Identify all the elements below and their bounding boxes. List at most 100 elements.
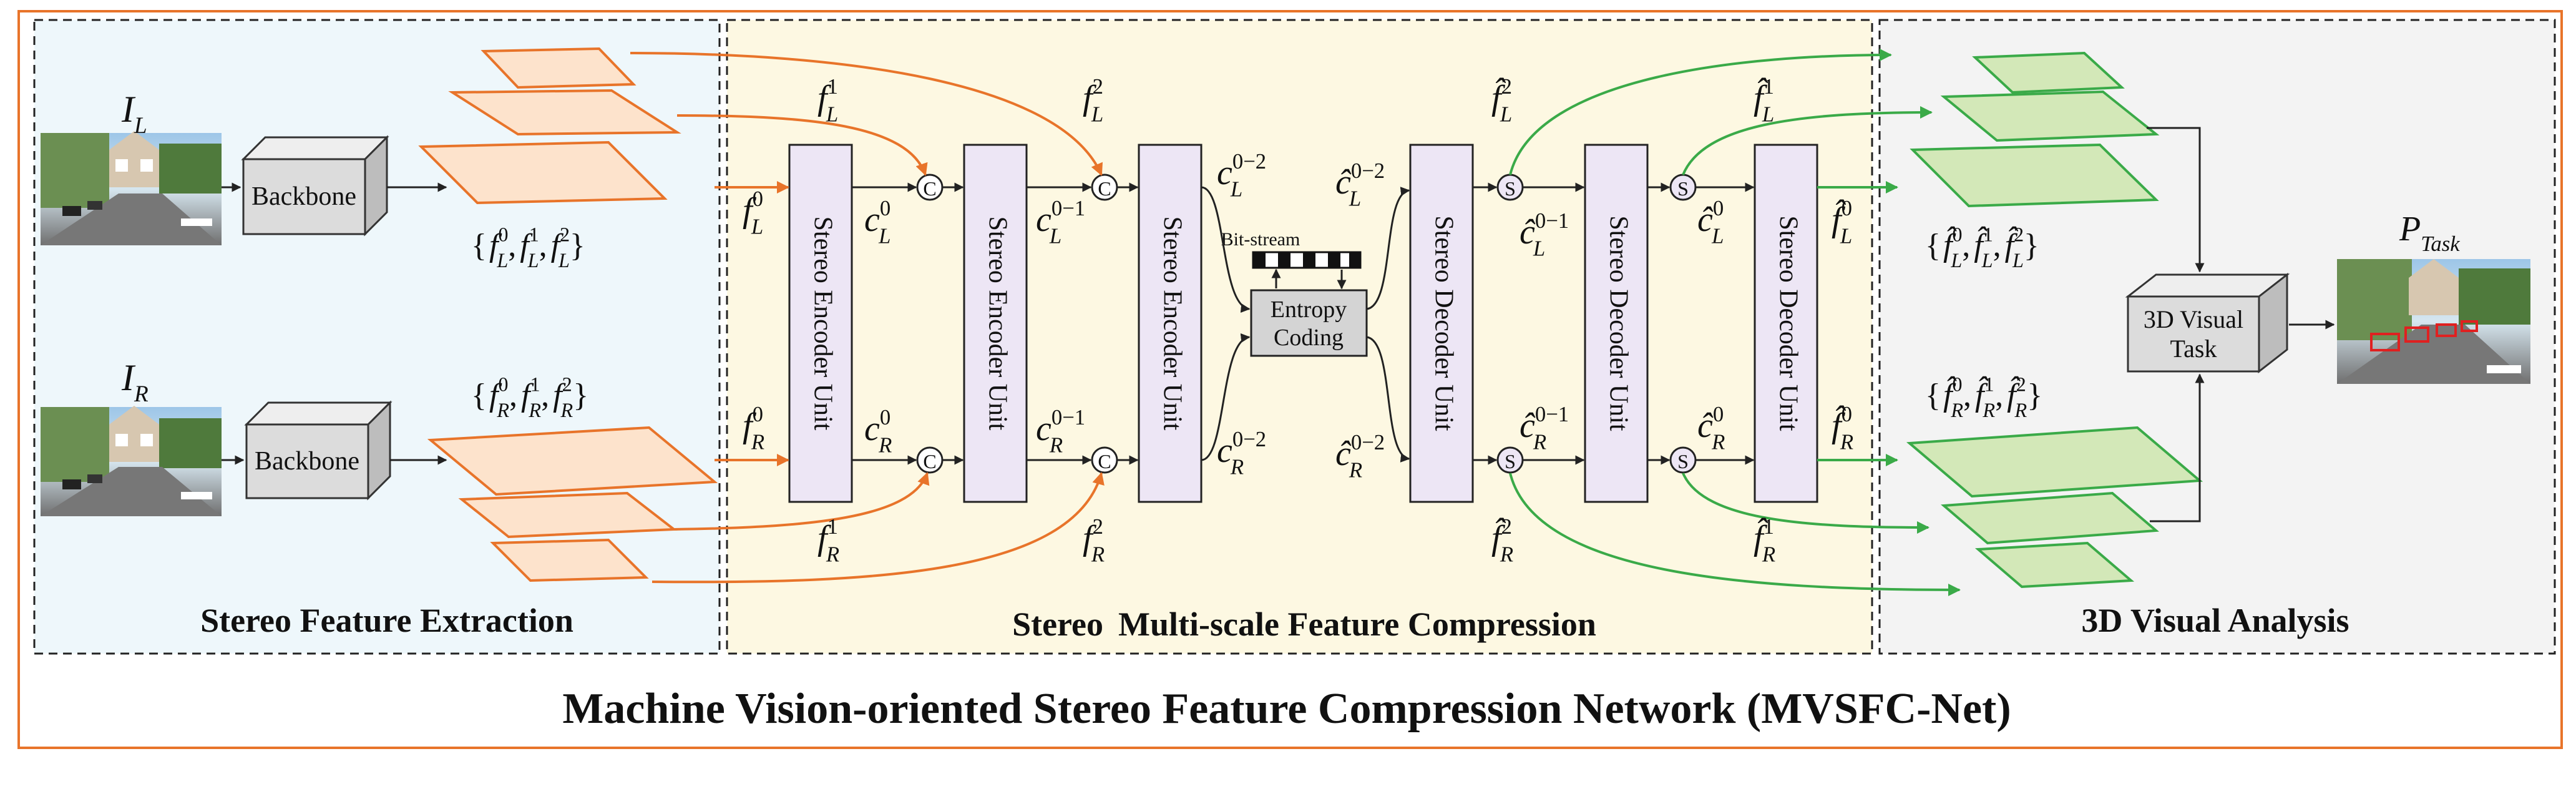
- svg-text:S: S: [1677, 450, 1689, 473]
- decoded-map-fL2: [1972, 51, 2125, 94]
- svg-text:S: S: [1505, 177, 1516, 200]
- encoder-unit-1: Stereo Encoder Unit: [788, 144, 853, 503]
- analysis-title: 3D Visual Analysis: [2081, 602, 2349, 639]
- detection-box: [2370, 333, 2400, 351]
- entropy-coding-box: Entropy Coding: [1250, 289, 1368, 357]
- svg-text:C: C: [923, 450, 936, 473]
- feature-map-fL1: [448, 89, 681, 136]
- arrow: [2147, 127, 2205, 273]
- arrow-hfR1: [1682, 473, 1930, 534]
- arrow-hfL2: [1509, 49, 1892, 175]
- backbone-left-label: Backbone: [251, 182, 356, 211]
- arrow: [1366, 187, 1410, 310]
- arrow-fR1: [673, 472, 930, 531]
- svg-text:C: C: [1098, 450, 1111, 473]
- decoder-unit-2: Stereo Decoder Unit: [1584, 144, 1649, 503]
- decoded-map-fR1: [1941, 491, 2159, 545]
- bitstream-label: Bit-stream: [1221, 229, 1300, 250]
- feature-map-fR2: [490, 538, 649, 582]
- arrow: [1366, 336, 1410, 463]
- svg-text:C: C: [1098, 177, 1111, 200]
- backbone-right-label: Backbone: [255, 447, 359, 476]
- arrow-fL1: [676, 114, 928, 176]
- decoded-map-fL0: [1910, 143, 2159, 208]
- svg-text:Task: Task: [2170, 335, 2217, 363]
- decoder-unit-1: Stereo Decoder Unit: [1409, 144, 1474, 503]
- left-input-image: [41, 131, 222, 245]
- svg-text:Stereo Decoder Unit: Stereo Decoder Unit: [1429, 215, 1458, 431]
- arrow-hfL1: [1682, 106, 1933, 175]
- backbone-left: Backbone: [241, 135, 389, 237]
- arrow-fR2: [651, 472, 1105, 584]
- backbone-right: Backbone: [244, 400, 393, 501]
- detection-box: [2461, 320, 2478, 332]
- detection-box: [2436, 323, 2457, 337]
- output-label-ptask: PTask: [2399, 210, 2460, 256]
- feature-map-fL0: [418, 140, 668, 205]
- input-label-IR: IR: [121, 357, 149, 407]
- decoded-map-fR2: [1974, 541, 2135, 589]
- output-image: [2337, 259, 2530, 384]
- arrow-hfR2: [1509, 473, 1961, 596]
- svg-text:Stereo Encoder Unit: Stereo Encoder Unit: [983, 217, 1012, 431]
- input-label-IL: IL: [121, 89, 147, 139]
- encoder-unit-3: Stereo Encoder Unit: [1138, 144, 1203, 503]
- arrow: [1201, 186, 1251, 313]
- 3d-visual-task-box: 3D Visual Task: [2125, 272, 2290, 374]
- decoder-unit-3: Stereo Decoder Unit: [1754, 144, 1818, 503]
- extraction-title: Stereo Feature Extraction: [200, 602, 573, 639]
- svg-text:Stereo Encoder Unit: Stereo Encoder Unit: [1158, 217, 1186, 431]
- svg-text:C: C: [923, 177, 936, 200]
- svg-text:Stereo Decoder Unit: Stereo Decoder Unit: [1773, 215, 1802, 431]
- svg-text:S: S: [1505, 450, 1516, 473]
- right-input-image: [41, 406, 222, 516]
- svg-text:3D Visual: 3D Visual: [2144, 305, 2243, 333]
- svg-text:S: S: [1677, 177, 1689, 200]
- feature-map-fL2: [481, 47, 637, 89]
- bitstream-bar: [1252, 251, 1362, 269]
- arrow: [1201, 333, 1251, 461]
- svg-text:Stereo Encoder Unit: Stereo Encoder Unit: [808, 217, 837, 431]
- svg-text:Entropy: Entropy: [1271, 297, 1347, 323]
- detection-box: [2404, 326, 2429, 343]
- encoder-unit-2: Stereo Encoder Unit: [963, 144, 1028, 503]
- arrow-fL2: [630, 52, 1103, 176]
- feature-map-fR0: [427, 426, 718, 496]
- main-title: Machine Vision-oriented Stereo Feature C…: [562, 685, 2011, 733]
- decoded-map-fL1: [1940, 90, 2160, 142]
- arrow: [2150, 373, 2205, 522]
- svg-text:Coding: Coding: [1274, 325, 1344, 351]
- svg-text:Stereo Decoder Unit: Stereo Decoder Unit: [1604, 215, 1632, 431]
